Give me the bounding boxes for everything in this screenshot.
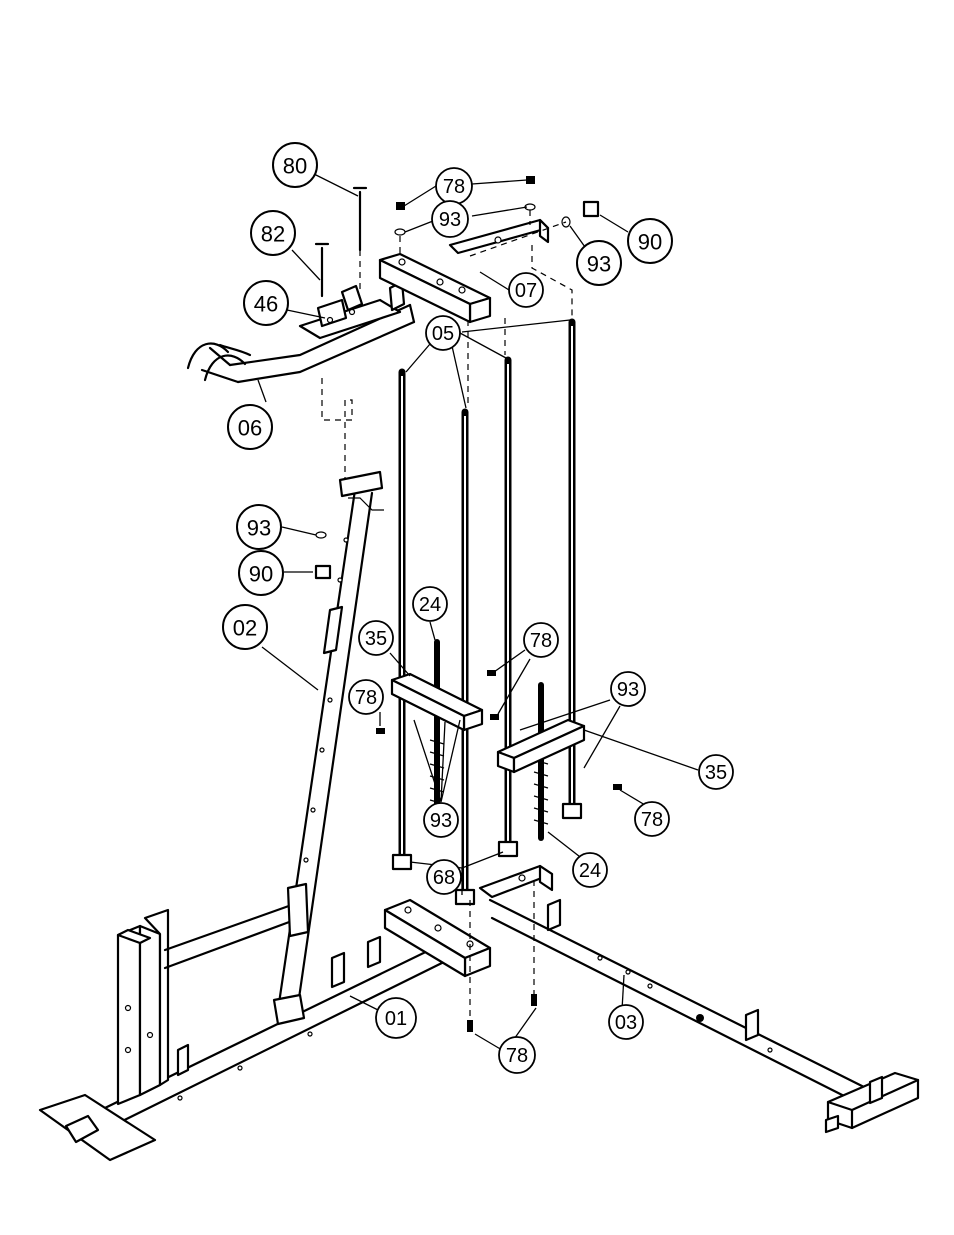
svg-text:78: 78 — [530, 630, 552, 652]
callout-78-bottom: 78 — [498, 1036, 536, 1074]
svg-text:07: 07 — [515, 280, 537, 302]
callout-82: 82 — [250, 210, 296, 256]
svg-text:78: 78 — [443, 176, 465, 198]
svg-text:46: 46 — [254, 292, 278, 317]
svg-text:90: 90 — [638, 230, 662, 255]
svg-text:93: 93 — [247, 516, 271, 541]
callout-93-right-lower: 93 — [610, 671, 646, 707]
svg-text:93: 93 — [587, 252, 611, 277]
callout-68: 68 — [426, 859, 462, 895]
svg-text:78: 78 — [355, 687, 377, 709]
callout-35-left: 35 — [358, 620, 394, 656]
callout-90-top: 90 — [627, 218, 673, 264]
svg-text:06: 06 — [238, 416, 262, 441]
callout-78-center: 78 — [523, 622, 559, 658]
svg-text:24: 24 — [419, 594, 441, 616]
hardware-fasteners — [314, 176, 622, 1032]
callout-03: 03 — [608, 1004, 644, 1040]
callout-24-right: 24 — [572, 852, 608, 888]
callout-78-left: 78 — [348, 679, 384, 715]
leader-lines — [257, 173, 699, 1051]
svg-text:82: 82 — [261, 222, 285, 247]
alignment-lines — [321, 210, 573, 1020]
callout-46: 46 — [243, 280, 289, 326]
callout-35-right: 35 — [698, 754, 734, 790]
top-arm-part-06 — [186, 280, 416, 384]
svg-text:93: 93 — [439, 209, 461, 231]
top-plate-part-35-left — [390, 672, 484, 732]
svg-text:05: 05 — [432, 323, 454, 345]
svg-text:78: 78 — [641, 809, 663, 831]
callout-78-right: 78 — [634, 801, 670, 837]
callout-24-left: 24 — [412, 586, 448, 622]
svg-text:02: 02 — [233, 616, 257, 641]
top-plate-part-35-right — [496, 718, 586, 774]
callout-01: 01 — [375, 997, 417, 1039]
callout-05: 05 — [425, 315, 461, 351]
svg-text:78: 78 — [506, 1045, 528, 1067]
svg-text:35: 35 — [365, 628, 387, 650]
callout-02: 02 — [222, 604, 268, 650]
callout-07: 07 — [508, 272, 544, 308]
callout-80: 80 — [272, 142, 318, 188]
base-rail-part-03 — [488, 898, 920, 1134]
svg-text:80: 80 — [283, 154, 307, 179]
callout-93-mid: 93 — [236, 504, 282, 550]
svg-text:93: 93 — [430, 810, 452, 832]
svg-text:68: 68 — [433, 867, 455, 889]
callout-93-lower: 93 — [423, 802, 459, 838]
svg-text:35: 35 — [705, 762, 727, 784]
svg-text:01: 01 — [385, 1008, 407, 1030]
svg-text:93: 93 — [617, 679, 639, 701]
callout-93-right: 93 — [576, 240, 622, 286]
callout-93-top: 93 — [431, 200, 469, 238]
top-crossmember-part-07 — [378, 218, 550, 324]
svg-text:03: 03 — [615, 1012, 637, 1034]
callout-90-mid: 90 — [238, 550, 284, 596]
callout-06: 06 — [227, 404, 273, 450]
svg-text:24: 24 — [579, 860, 601, 882]
base-frame-part-01 — [38, 864, 554, 1162]
upright-part-02 — [272, 470, 384, 1026]
svg-text:90: 90 — [249, 562, 273, 587]
callout-78-top: 78 — [435, 167, 473, 205]
